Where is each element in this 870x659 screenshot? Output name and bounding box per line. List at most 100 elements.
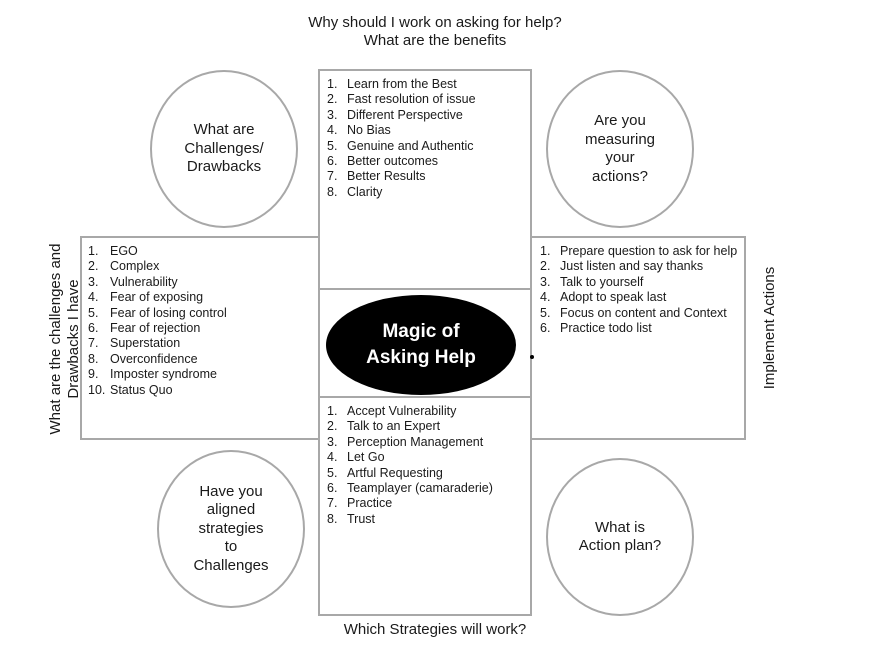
list-item-number: 10. bbox=[88, 382, 106, 397]
list-item: 3. Vulnerability bbox=[88, 275, 318, 290]
list-item: 10. Status Quo bbox=[88, 383, 318, 398]
list-item-number: 4. bbox=[327, 123, 338, 138]
list-item-number: 2. bbox=[88, 259, 99, 274]
list-item: 1.Accept Vulnerability bbox=[327, 404, 527, 419]
list-item: 5. Focus on content and Context bbox=[540, 306, 740, 321]
list-item-text: Clarity bbox=[347, 184, 383, 199]
list-item-number: 6. bbox=[327, 481, 338, 496]
list-item-text: Practice bbox=[347, 496, 393, 511]
list-item: 6. Fear of rejection bbox=[88, 321, 318, 336]
list-item-text: Vulnerability bbox=[110, 274, 178, 289]
list-item-text: Talk to yourself bbox=[560, 274, 644, 289]
list-item-text: Fear of exposing bbox=[110, 290, 204, 305]
list-item: 3. Perception Management bbox=[327, 435, 527, 450]
list-item: 8. Trust bbox=[327, 512, 527, 527]
list-item: 5.Fear of losing control bbox=[88, 306, 318, 321]
list-item-number: 8. bbox=[88, 351, 99, 366]
circle-action-plan: What is Action plan? bbox=[546, 458, 694, 616]
list-item-text: Genuine and Authentic bbox=[347, 138, 474, 153]
list-item: 4. No Bias bbox=[327, 123, 527, 138]
list-item: 8. Clarity bbox=[327, 185, 527, 200]
list-item-number: 6. bbox=[88, 321, 99, 336]
list-item: 6. Teamplayer (camaraderie) bbox=[327, 481, 527, 496]
list-item-number: 3. bbox=[540, 274, 551, 289]
center-ellipse: Magic of Asking Help bbox=[326, 295, 516, 395]
list-item-text: EGO bbox=[110, 244, 138, 258]
list-item-text: Superstation bbox=[110, 336, 181, 351]
list-item-number: 3. bbox=[327, 107, 338, 122]
list-item-number: 4. bbox=[540, 290, 551, 305]
list-item-text: Fear of rejection bbox=[110, 321, 201, 336]
list-item-text: Learn from the Best bbox=[347, 77, 457, 91]
list-item-number: 3. bbox=[88, 274, 99, 289]
list-item: 5.Genuine and Authentic bbox=[327, 139, 527, 154]
list-item-number: 1. bbox=[88, 244, 99, 258]
list-item: 3. Different Perspective bbox=[327, 108, 527, 123]
benefits-list: 1. Learn from the Best 2. Fast resolution o… bbox=[327, 77, 527, 200]
list-item-number: 8. bbox=[327, 184, 338, 199]
circle-aligned-strategies: Have you aligned strategies to Challenge… bbox=[157, 450, 305, 608]
list-item-number: 2. bbox=[540, 259, 551, 274]
list-item: 4.Let Go bbox=[327, 450, 527, 465]
list-item-text: Talk to an Expert bbox=[347, 419, 441, 434]
list-item-text: Adopt to speak last bbox=[560, 290, 667, 305]
list-item-number: 4. bbox=[88, 290, 99, 305]
list-item-number: 1. bbox=[327, 77, 338, 91]
list-item-text: Better outcomes bbox=[347, 154, 439, 169]
list-item-text: Better Results bbox=[347, 169, 426, 184]
circle-measuring: Are you measuring your actions? bbox=[546, 70, 694, 228]
list-item: 1.Prepare question to ask for help bbox=[540, 244, 740, 259]
actions-heading: Implement Actions bbox=[761, 266, 778, 390]
list-item: 2. Complex bbox=[88, 259, 318, 274]
list-item: 7.Better Results bbox=[327, 169, 527, 184]
list-item-number: 5. bbox=[540, 305, 551, 320]
list-item: 1. Learn from the Best bbox=[327, 77, 527, 92]
challenges-heading: What are the challenges and Drawbacks I … bbox=[47, 243, 82, 435]
circle-challenges: What are Challenges/ Drawbacks bbox=[150, 70, 298, 228]
list-item-text: Different Perspective bbox=[347, 107, 463, 122]
list-item-number: 9. bbox=[88, 367, 99, 382]
list-item: 2. Talk to an Expert bbox=[327, 419, 527, 434]
list-item-text: No Bias bbox=[347, 123, 391, 138]
list-item-number: 2. bbox=[327, 92, 338, 107]
list-item-text: Teamplayer (camaraderie) bbox=[347, 481, 493, 496]
list-item-text: Artful Requesting bbox=[347, 465, 443, 480]
list-item: 7.Superstation bbox=[88, 336, 318, 351]
strategies-heading: Which Strategies will work? bbox=[343, 621, 527, 638]
list-item: 2. Fast resolution of issue bbox=[327, 92, 527, 107]
list-item-number: 8. bbox=[327, 511, 338, 526]
list-item: 8. Overconfidence bbox=[88, 352, 318, 367]
list-item-text: Focus on content and Context bbox=[560, 305, 727, 320]
list-item: 2.Just listen and say thanks bbox=[540, 259, 740, 274]
list-item-text: Status Quo bbox=[110, 382, 173, 397]
list-item-number: 6. bbox=[540, 321, 551, 336]
list-item: 7. Practice bbox=[327, 496, 527, 511]
list-item: 9. Imposter syndrome bbox=[88, 367, 318, 382]
list-item-text: Overconfidence bbox=[110, 351, 198, 366]
list-item-number: 1. bbox=[327, 404, 338, 418]
list-item: 1. EGO bbox=[88, 244, 318, 259]
list-item-number: 2. bbox=[327, 419, 338, 434]
list-item-number: 5. bbox=[88, 305, 99, 320]
list-item: 6. Better outcomes bbox=[327, 154, 527, 169]
list-item: 5. Artful Requesting bbox=[327, 466, 527, 481]
list-item: 6. Practice todo list bbox=[540, 321, 740, 336]
list-item-number: 7. bbox=[327, 496, 338, 511]
list-item-number: 5. bbox=[327, 465, 338, 480]
list-item-text: Imposter syndrome bbox=[110, 367, 217, 382]
list-item: 4. Fear of exposing bbox=[88, 290, 318, 305]
benefits-box: 1. Learn from the Best 2. Fast resolution o… bbox=[318, 69, 532, 291]
list-item-text: Fast resolution of issue bbox=[347, 92, 476, 107]
list-item-text: Prepare question to ask for help bbox=[560, 244, 738, 258]
list-item-text: Practice todo list bbox=[560, 321, 652, 336]
benefits-heading: Why should I work on asking for help? Wh… bbox=[308, 14, 562, 49]
list-item-text: Complex bbox=[110, 259, 160, 274]
list-item-text: Perception Management bbox=[347, 434, 484, 449]
list-item-text: Trust bbox=[347, 511, 376, 526]
list-item-number: 3. bbox=[327, 434, 338, 449]
list-item-text: Let Go bbox=[347, 450, 385, 465]
list-item-number: 6. bbox=[327, 154, 338, 169]
